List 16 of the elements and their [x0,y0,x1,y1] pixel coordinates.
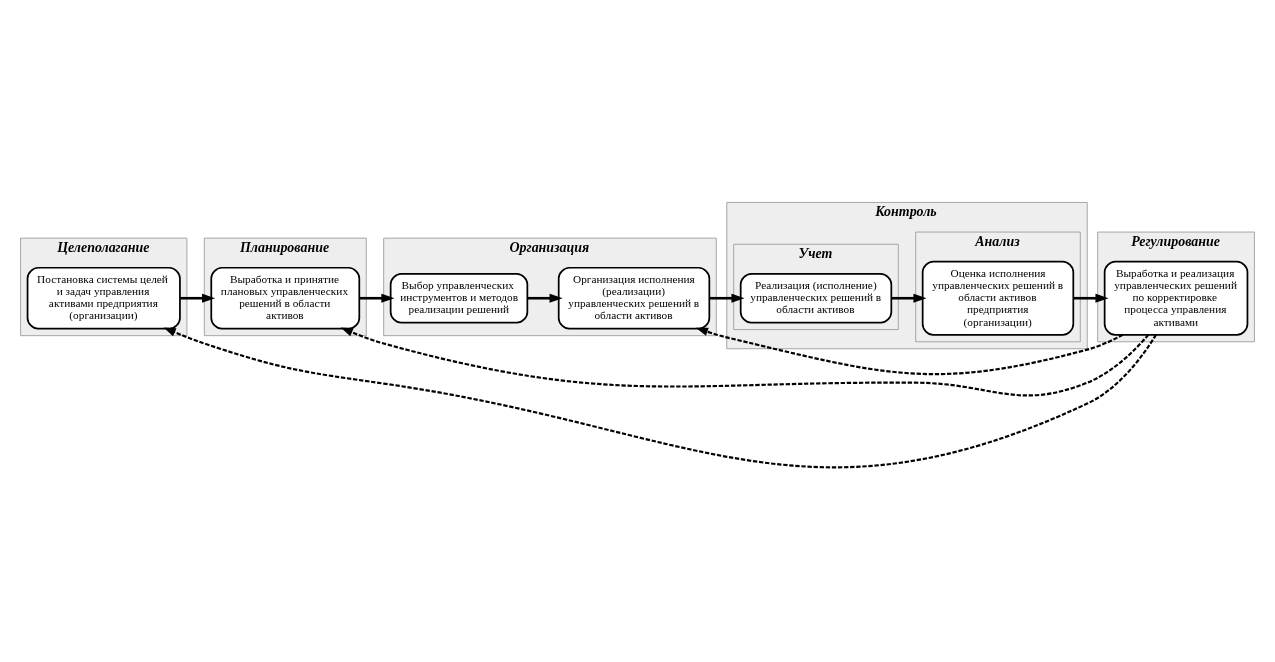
node-box: Оценка исполнения управленческих решений в области активов предприятия (организации) [921,260,1075,336]
arrow [180,293,216,303]
node-box: Выработка и реализация управленческих решений по корректировке процесса управления активами [1103,260,1249,336]
arrow [163,326,1157,468]
arrow [359,293,395,303]
arrow [891,293,927,303]
arrow [709,293,745,303]
arrow [340,326,1150,397]
node-box: Организация исполнения (реализации) управленческих решений в области активов [557,266,711,330]
node-box: Выработка и принятие плановых управленческих решений в области активов [210,266,361,330]
node-box: Реализация (исполнение) управленческих решений в области активов [739,272,893,323]
arrow [695,327,1124,375]
arrow [527,293,563,303]
arrow [1073,293,1109,303]
node-box: Выбор управленческих инструментов и методов реализации решений [389,272,529,323]
node-box: Постановка системы целей и задач управления активами предприятия (организации) [26,266,181,330]
